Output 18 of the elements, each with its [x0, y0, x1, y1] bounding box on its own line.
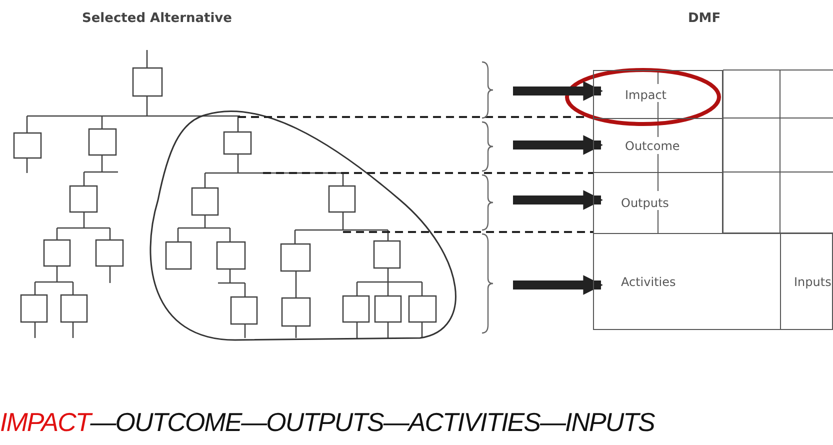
- arrow: [513, 190, 603, 210]
- summary-text: IMPACT: [0, 407, 90, 438]
- cell-label: Outputs: [620, 196, 670, 210]
- table-cell: [593, 70, 723, 119]
- arrow: [513, 81, 603, 101]
- table-cell: [593, 118, 723, 173]
- cell-label: Impact: [624, 88, 668, 102]
- heading: Selected Alternative: [82, 11, 232, 26]
- cell-label: Inputs: [793, 274, 832, 288]
- table-cell: [593, 172, 723, 234]
- summary-text: —OUTCOME—OUTPUTS—ACTIVITIES—INPUTS: [90, 407, 654, 438]
- table-cell: [780, 233, 833, 330]
- table-cell: [593, 233, 781, 330]
- heading: DMF: [688, 11, 721, 26]
- arrow: [513, 135, 603, 155]
- cell-label: Outcome: [624, 138, 681, 152]
- arrow: [513, 275, 603, 295]
- cell-label: Activities: [620, 274, 677, 288]
